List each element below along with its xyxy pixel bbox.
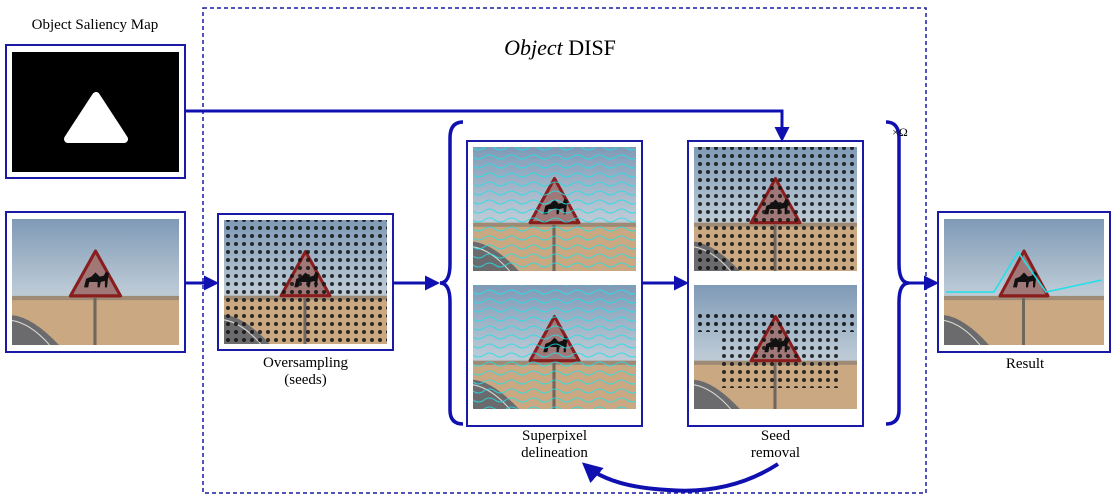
arrow-saliency-to-removal (185, 109, 790, 142)
left-brace (439, 120, 464, 426)
removal-seeds-2b (718, 332, 838, 388)
region-title-rest: DISF (562, 35, 616, 60)
input-image (12, 219, 179, 345)
result-image (944, 219, 1104, 345)
oversampling-label: Oversampling (seeds) (228, 355, 383, 389)
delineation-label-line2: delineation (521, 445, 588, 461)
right-brace (885, 120, 910, 426)
region-title: Object DISF (470, 35, 650, 61)
removal-label: Seed removal (698, 428, 853, 462)
removal-seeds-2a (694, 314, 857, 332)
oversampling-label-line2: (seeds) (284, 372, 327, 388)
removal-seeds-1 (694, 147, 857, 271)
result-object-boundary (946, 250, 1103, 293)
iteration-label: ×Ω (892, 125, 908, 139)
oversampling-seeds (224, 220, 387, 344)
saliency-triangle (64, 92, 128, 143)
oversampling-label-line1: Oversampling (263, 355, 348, 371)
removal-label-line1: Seed (760, 428, 791, 444)
saliency-map-title: Object Saliency Map (31, 17, 159, 33)
removal-label-line2: removal (750, 445, 801, 461)
region-title-italic: Object (504, 35, 563, 60)
delineation-boundaries-2 (473, 285, 636, 409)
delineation-label-line1: Superpixel (522, 428, 587, 444)
arrow-loop-back (581, 462, 780, 493)
delineation-boundaries-1 (473, 147, 636, 271)
delineation-label: Superpixel delineation (477, 428, 632, 462)
result-label: Result (1005, 356, 1045, 372)
disf-region-frame (202, 7, 927, 494)
